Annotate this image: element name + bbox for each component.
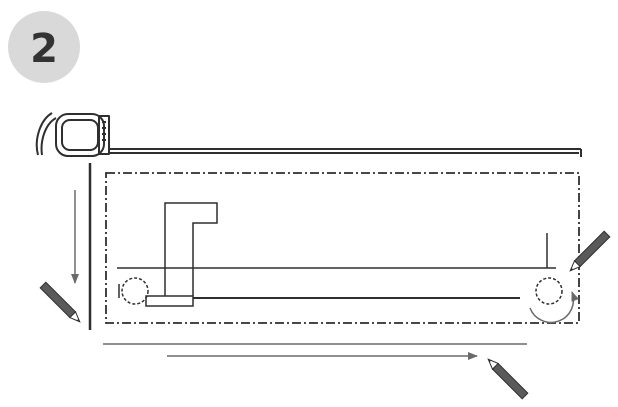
left-circle-marker <box>118 277 149 305</box>
right-circle-marker <box>529 277 579 324</box>
pencil-icon <box>487 358 529 400</box>
mounting-structure <box>117 202 556 307</box>
tape-measure-icon <box>35 112 582 157</box>
bottom-bar <box>145 295 194 307</box>
step-badge-circle <box>8 11 80 83</box>
step-number: 2 <box>30 26 58 72</box>
bracket-outline <box>164 202 218 296</box>
pencil-icon <box>39 281 81 323</box>
step-badge: 2 <box>8 11 80 83</box>
pencil-icon <box>569 230 611 272</box>
rotation-arrow <box>529 291 579 324</box>
dashed-outline <box>105 172 580 324</box>
